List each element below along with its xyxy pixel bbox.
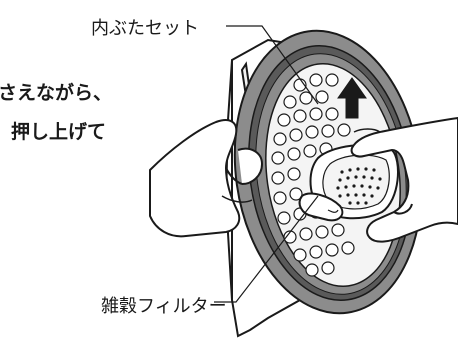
instruction-line-1: さえながら、	[0, 82, 113, 104]
inner-lid-set-label: 内ぶたセット	[91, 18, 199, 39]
lid-label-leader	[226, 25, 319, 105]
up-arrow-icon	[337, 77, 367, 119]
right-hand-illustration	[350, 117, 458, 243]
filter-label-leader	[214, 195, 319, 303]
thumb-illustration	[298, 192, 344, 222]
left-hand-illustration	[149, 119, 263, 238]
grain-filter-illustration	[309, 144, 399, 220]
instruction-line-2: 押し上げて	[11, 121, 107, 143]
grain-filter-label: 雑穀フィルター	[101, 296, 227, 317]
